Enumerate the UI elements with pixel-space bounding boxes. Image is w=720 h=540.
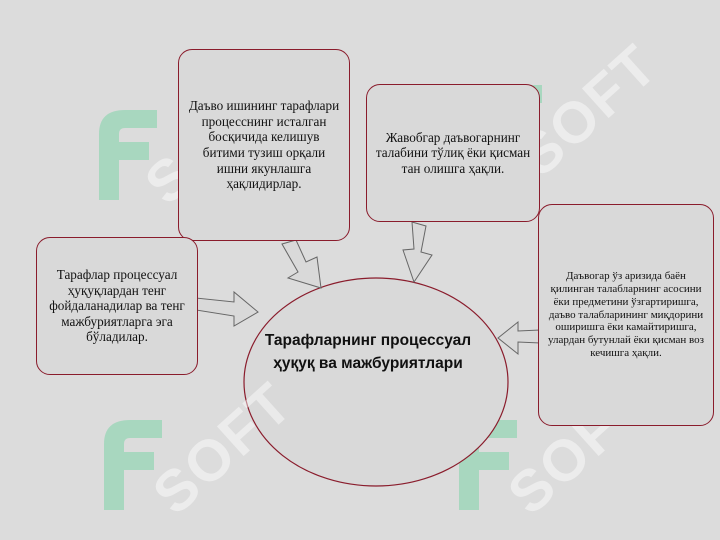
arrow-from-top-left	[281, 239, 322, 289]
box-right: Даъвогар ўз аризида баён қилинган талабл…	[538, 204, 714, 426]
center-title-line2: ҳуқуқ ва мажбуриятлари	[273, 354, 463, 372]
box-top-left: Даъво ишининг тарафлари процесснинг иста…	[178, 49, 350, 241]
box-left: Тарафлар процессуал ҳуқуқлардан тенг фой…	[36, 237, 198, 375]
watermark-logo-icon	[99, 110, 157, 200]
box-left-text: Тарафлар процессуал ҳуқуқлардан тенг фой…	[49, 267, 185, 345]
arrow-from-right	[497, 320, 541, 356]
box-right-text: Даъвогар ўз аризида баён қилинган талабл…	[548, 269, 704, 360]
box-top-left-text: Даъво ишининг тарафлари процесснинг иста…	[188, 98, 340, 192]
arrow-from-top-right	[402, 221, 433, 284]
center-title: Тарафларнинг процессуал ҳуқуқ ва мажбури…	[258, 332, 478, 373]
center-ellipse	[243, 277, 509, 487]
box-top-right: Жавобгар даъвогарнинг талабини тўлиқ ёки…	[366, 84, 540, 222]
watermark-logo-icon	[104, 420, 162, 510]
arrow-from-left	[195, 290, 259, 327]
center-title-line1: Тарафларнинг процессуал	[264, 332, 472, 349]
box-top-right-text: Жавобгар даъвогарнинг талабини тўлиқ ёки…	[375, 129, 531, 176]
